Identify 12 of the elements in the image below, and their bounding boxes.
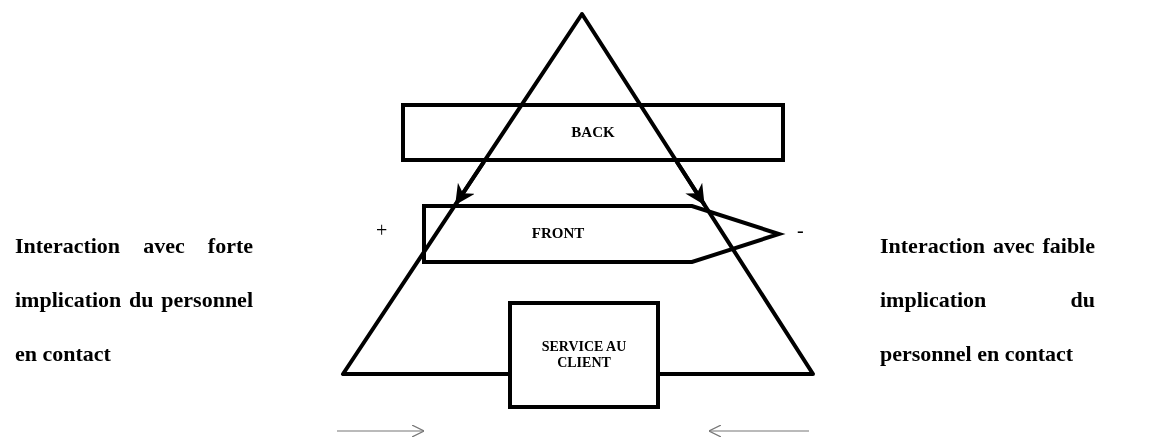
side-text: Interaction avec faible implication du personnel en contact bbox=[880, 232, 1095, 368]
side-text: Interaction avec forte implication du personnel en contact bbox=[15, 232, 253, 368]
service-box bbox=[508, 301, 660, 409]
arrow bbox=[453, 160, 486, 207]
back-box bbox=[401, 103, 785, 162]
minus-sign: - bbox=[797, 219, 804, 242]
node-label: FRONT bbox=[531, 225, 585, 243]
node-label: BACK bbox=[571, 123, 615, 142]
front-arrow-box bbox=[422, 204, 786, 264]
plus-sign: + bbox=[376, 219, 388, 242]
arrow bbox=[675, 160, 707, 207]
node-label: SERVICE AU CLIENT bbox=[540, 338, 628, 372]
